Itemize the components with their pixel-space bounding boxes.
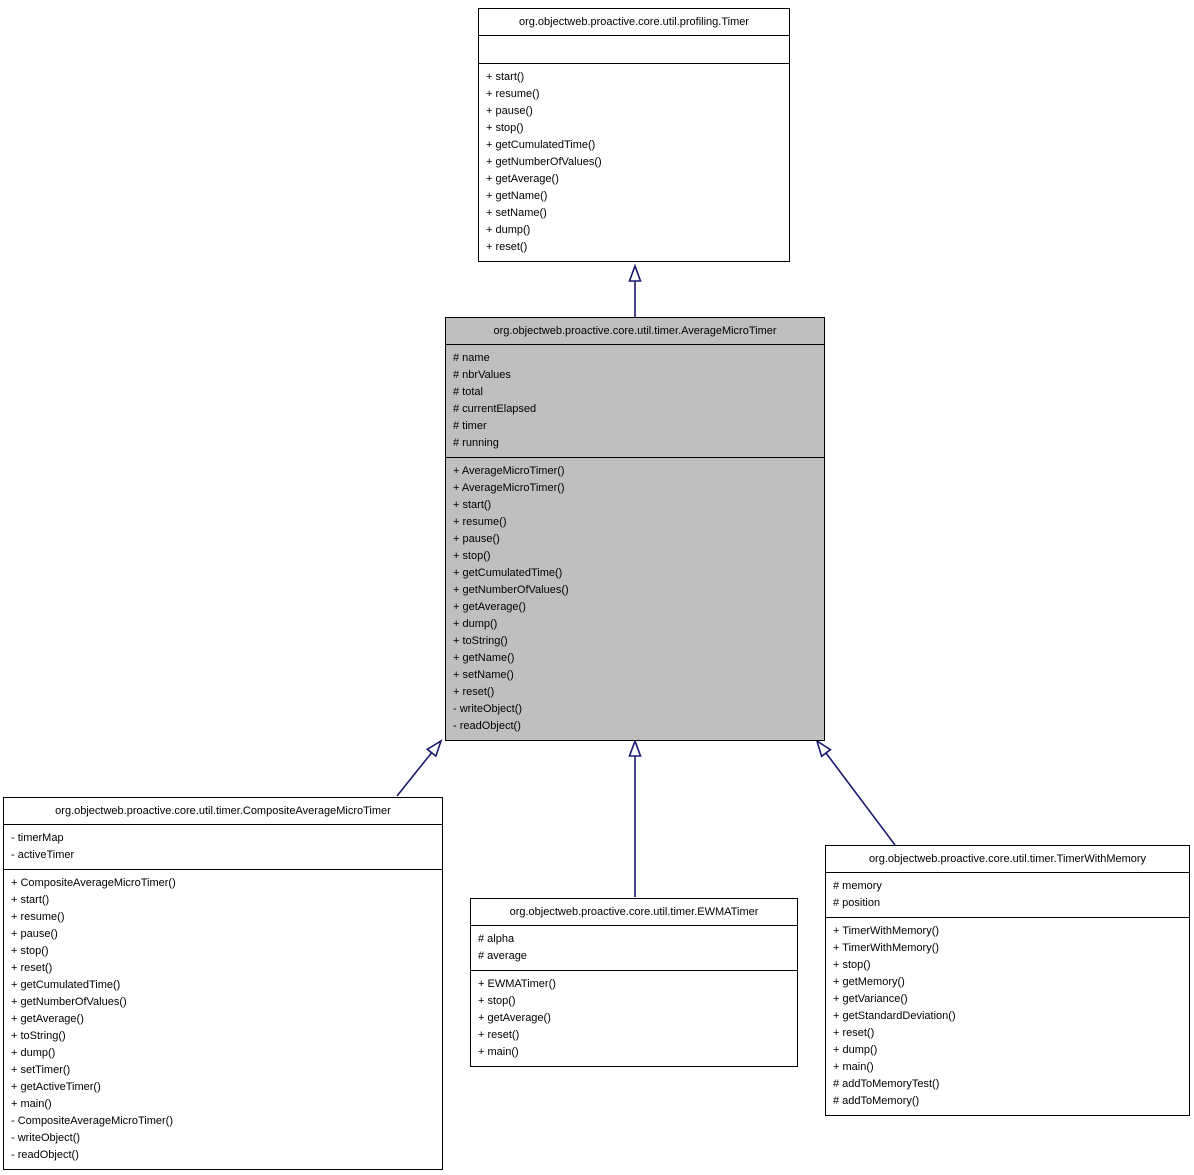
class-methods: + CompositeAverageMicroTimer() + start() +…	[4, 870, 442, 1169]
member-line: + start()	[486, 71, 525, 83]
member-line: + pause()	[486, 105, 533, 117]
member-line: + AverageMicroTimer()	[453, 465, 565, 477]
class-methods: + start() + resume() + pause() + stop() + ge…	[479, 64, 789, 261]
class-box-ewma-timer[interactable]: org.objectweb.proactive.core.util.timer.…	[470, 898, 798, 1067]
member-line: + TimerWithMemory()	[833, 942, 940, 954]
member-line: + reset()	[486, 241, 528, 253]
member-line: + main()	[11, 1098, 52, 1110]
class-methods: + EWMATimer() + stop() + getAverage() + res…	[471, 971, 797, 1066]
class-box-timer[interactable]: org.objectweb.proactive.core.util.profil…	[478, 8, 790, 262]
member-line: # addToMemory()	[833, 1095, 920, 1107]
member-line: - writeObject()	[11, 1132, 81, 1144]
member-line: + getAverage()	[486, 173, 559, 185]
member-line: + getName()	[453, 652, 515, 664]
member-line: # name	[453, 352, 490, 364]
member-line: + reset()	[11, 962, 53, 974]
member-line: + AverageMicroTimer()	[453, 482, 565, 494]
member-line: + stop()	[11, 945, 49, 957]
member-line: + getMemory()	[833, 976, 905, 988]
member-line: + dump()	[453, 618, 498, 630]
class-fields: # name # nbrValues # total # currentElapsed…	[446, 345, 824, 458]
member-line: + toString()	[11, 1030, 66, 1042]
member-line: # average	[478, 950, 527, 962]
inheritance-arrow-ewmatimer-to-averagemicrotimer	[628, 738, 642, 897]
class-title: org.objectweb.proactive.core.util.timer.…	[471, 899, 797, 926]
member-line: + stop()	[833, 959, 871, 971]
member-line: - timerMap	[11, 832, 64, 844]
member-line: + getAverage()	[453, 601, 526, 613]
member-line: + getVariance()	[833, 993, 908, 1005]
member-line: + pause()	[453, 533, 500, 545]
member-line: + start()	[453, 499, 492, 511]
class-title: org.objectweb.proactive.core.util.timer.…	[826, 846, 1189, 873]
member-line: + reset()	[453, 686, 495, 698]
member-line: # currentElapsed	[453, 403, 537, 415]
member-line: + reset()	[478, 1029, 520, 1041]
member-line: + main()	[478, 1046, 519, 1058]
member-line: + dump()	[833, 1044, 878, 1056]
member-line: + getCumulatedTime()	[486, 139, 596, 151]
class-box-composite-average-micro-timer[interactable]: org.objectweb.proactive.core.util.timer.…	[3, 797, 443, 1170]
member-line: # alpha	[478, 933, 515, 945]
member-line: + stop()	[486, 122, 524, 134]
class-methods: + TimerWithMemory() + TimerWithMemory() + …	[826, 918, 1189, 1115]
member-line: + setName()	[486, 207, 547, 219]
member-line: + getNumberOfValues()	[11, 996, 127, 1008]
member-line: + main()	[833, 1061, 874, 1073]
class-fields: - timerMap - activeTimer	[4, 825, 442, 870]
member-line: # memory	[833, 880, 882, 892]
class-title: org.objectweb.proactive.core.util.timer.…	[4, 798, 442, 825]
member-line: + getNumberOfValues()	[453, 584, 569, 596]
member-line: # addToMemoryTest()	[833, 1078, 940, 1090]
inheritance-arrow-compositeaveragemicrotimer-to-averagemicrotimer	[396, 739, 443, 797]
class-methods: + AverageMicroTimer() + AverageMicroTimer…	[446, 458, 824, 740]
member-line: + getCumulatedTime()	[11, 979, 121, 991]
member-line: + resume()	[486, 88, 540, 100]
member-line: - CompositeAverageMicroTimer()	[11, 1115, 173, 1127]
member-line: + getName()	[486, 190, 548, 202]
member-line: + setTimer()	[11, 1064, 71, 1076]
inheritance-arrow-averagemicrotimer-to-timer	[628, 263, 642, 317]
member-line: + getNumberOfValues()	[486, 156, 602, 168]
member-line: + stop()	[478, 995, 516, 1007]
member-line: + resume()	[453, 516, 507, 528]
member-line: + setName()	[453, 669, 514, 681]
inheritance-arrow-timerwithmemory-to-averagemicrotimer	[815, 739, 896, 846]
member-line: - activeTimer	[11, 849, 75, 861]
member-line: + stop()	[453, 550, 491, 562]
class-title: org.objectweb.proactive.core.util.profil…	[479, 9, 789, 36]
member-line: + dump()	[486, 224, 531, 236]
member-line: # timer	[453, 420, 487, 432]
member-line: # position	[833, 897, 881, 909]
member-line: + getAverage()	[11, 1013, 84, 1025]
member-line: + TimerWithMemory()	[833, 925, 940, 937]
member-line: + getCumulatedTime()	[453, 567, 563, 579]
member-line: + toString()	[453, 635, 508, 647]
member-line: + getStandardDeviation()	[833, 1010, 956, 1022]
member-line: - writeObject()	[453, 703, 523, 715]
member-line: # nbrValues	[453, 369, 511, 381]
member-line: + getAverage()	[478, 1012, 551, 1024]
member-line: + pause()	[11, 928, 58, 940]
member-line: + getActiveTimer()	[11, 1081, 101, 1093]
member-line: # running	[453, 437, 499, 449]
member-line: + EWMATimer()	[478, 978, 556, 990]
member-line: + dump()	[11, 1047, 56, 1059]
class-box-timer-with-memory[interactable]: org.objectweb.proactive.core.util.timer.…	[825, 845, 1190, 1116]
class-fields: # alpha # average	[471, 926, 797, 971]
member-line: + start()	[11, 894, 50, 906]
class-box-average-micro-timer[interactable]: org.objectweb.proactive.core.util.timer.…	[445, 317, 825, 741]
member-line: - readObject()	[453, 720, 521, 732]
member-line: + reset()	[833, 1027, 875, 1039]
class-fields	[479, 36, 789, 64]
class-title: org.objectweb.proactive.core.util.timer.…	[446, 318, 824, 345]
member-line: + CompositeAverageMicroTimer()	[11, 877, 176, 889]
member-line: # total	[453, 386, 483, 398]
member-line: - readObject()	[11, 1149, 79, 1161]
class-fields: # memory # position	[826, 873, 1189, 918]
member-line: + resume()	[11, 911, 65, 923]
